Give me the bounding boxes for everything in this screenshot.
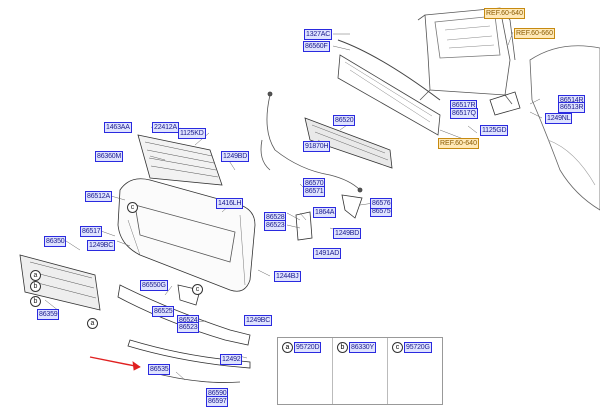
reference-label[interactable]: REF.60-640 (484, 8, 525, 19)
part-label[interactable]: 1125KD (178, 128, 206, 139)
legend-cell: c 95720G (387, 338, 442, 404)
callout-circle: b (30, 281, 41, 292)
wiring-harness (260, 91, 363, 193)
part-label[interactable]: 1249NL (545, 113, 573, 124)
bumper-beam (337, 39, 441, 136)
callout-circle: a (87, 318, 98, 329)
part-label[interactable]: 86550G (140, 280, 168, 291)
part-label[interactable]: 86576 (370, 198, 393, 209)
part-label[interactable]: 86350 (44, 236, 67, 247)
red-arrow (89, 356, 141, 371)
legend-cell: a 95720D (278, 338, 332, 404)
upper-grille (137, 134, 223, 186)
callout-circle: c (192, 284, 203, 295)
legend-box: a 95720D b 86330Y c 95720G (277, 337, 443, 405)
part-label[interactable]: 86535 (148, 364, 171, 375)
legend-cell: b 86330Y (332, 338, 387, 404)
part-label[interactable]: 1463AA (104, 122, 132, 133)
callout-circle: a (30, 270, 41, 281)
part-label[interactable]: 86523 (177, 322, 200, 333)
legend-letter: b (337, 342, 348, 353)
part-label[interactable]: 91870H (303, 141, 331, 152)
reference-label[interactable]: REF.60-640 (438, 138, 479, 149)
side-brackets (177, 91, 521, 306)
part-label[interactable]: 1249BD (333, 228, 362, 239)
legend-code[interactable]: 95720D (294, 342, 322, 353)
bumper-cover (117, 178, 256, 292)
part-label[interactable]: 1249BC (87, 240, 116, 251)
part-label[interactable]: 22412A (152, 122, 179, 133)
part-label[interactable]: 86597 (206, 396, 229, 407)
part-label[interactable]: 1125GD (480, 125, 509, 136)
callout-circle: b (30, 296, 41, 307)
legend-letter: c (392, 342, 403, 353)
part-label[interactable]: 1491AD (313, 248, 342, 259)
part-label[interactable]: 86520 (333, 115, 356, 126)
fender-panel (529, 45, 600, 211)
part-label[interactable]: 1249BD (221, 151, 250, 162)
part-label[interactable]: 1416LH (216, 198, 244, 209)
part-label[interactable]: 86571 (303, 186, 326, 197)
lower-grille (19, 254, 101, 311)
part-label[interactable]: 1864A (313, 207, 337, 218)
part-label[interactable]: 1327AC (304, 29, 333, 40)
part-label[interactable]: 1244BJ (274, 271, 301, 282)
legend-code[interactable]: 86330Y (349, 342, 376, 353)
part-label[interactable]: 86512A (85, 191, 112, 202)
part-label[interactable]: 86523 (264, 220, 287, 231)
energy-absorber (304, 117, 393, 169)
part-label[interactable]: 86360M (95, 151, 124, 162)
part-label[interactable]: 12492 (220, 354, 243, 365)
legend-letter: a (282, 342, 293, 353)
radiator-support-frame (417, 7, 516, 105)
part-label[interactable]: 86560F (303, 41, 330, 52)
legend-code[interactable]: 95720G (404, 342, 432, 353)
part-label[interactable]: 1249BC (244, 315, 273, 326)
part-label[interactable]: 86359 (37, 309, 60, 320)
part-label[interactable]: 86517Q (450, 108, 478, 119)
part-label[interactable]: 86517 (80, 226, 103, 237)
callout-circle: c (127, 202, 138, 213)
part-label[interactable]: 86525 (152, 306, 175, 317)
part-label[interactable]: 86513R (558, 102, 586, 113)
reference-label[interactable]: REF.60-660 (514, 28, 555, 39)
